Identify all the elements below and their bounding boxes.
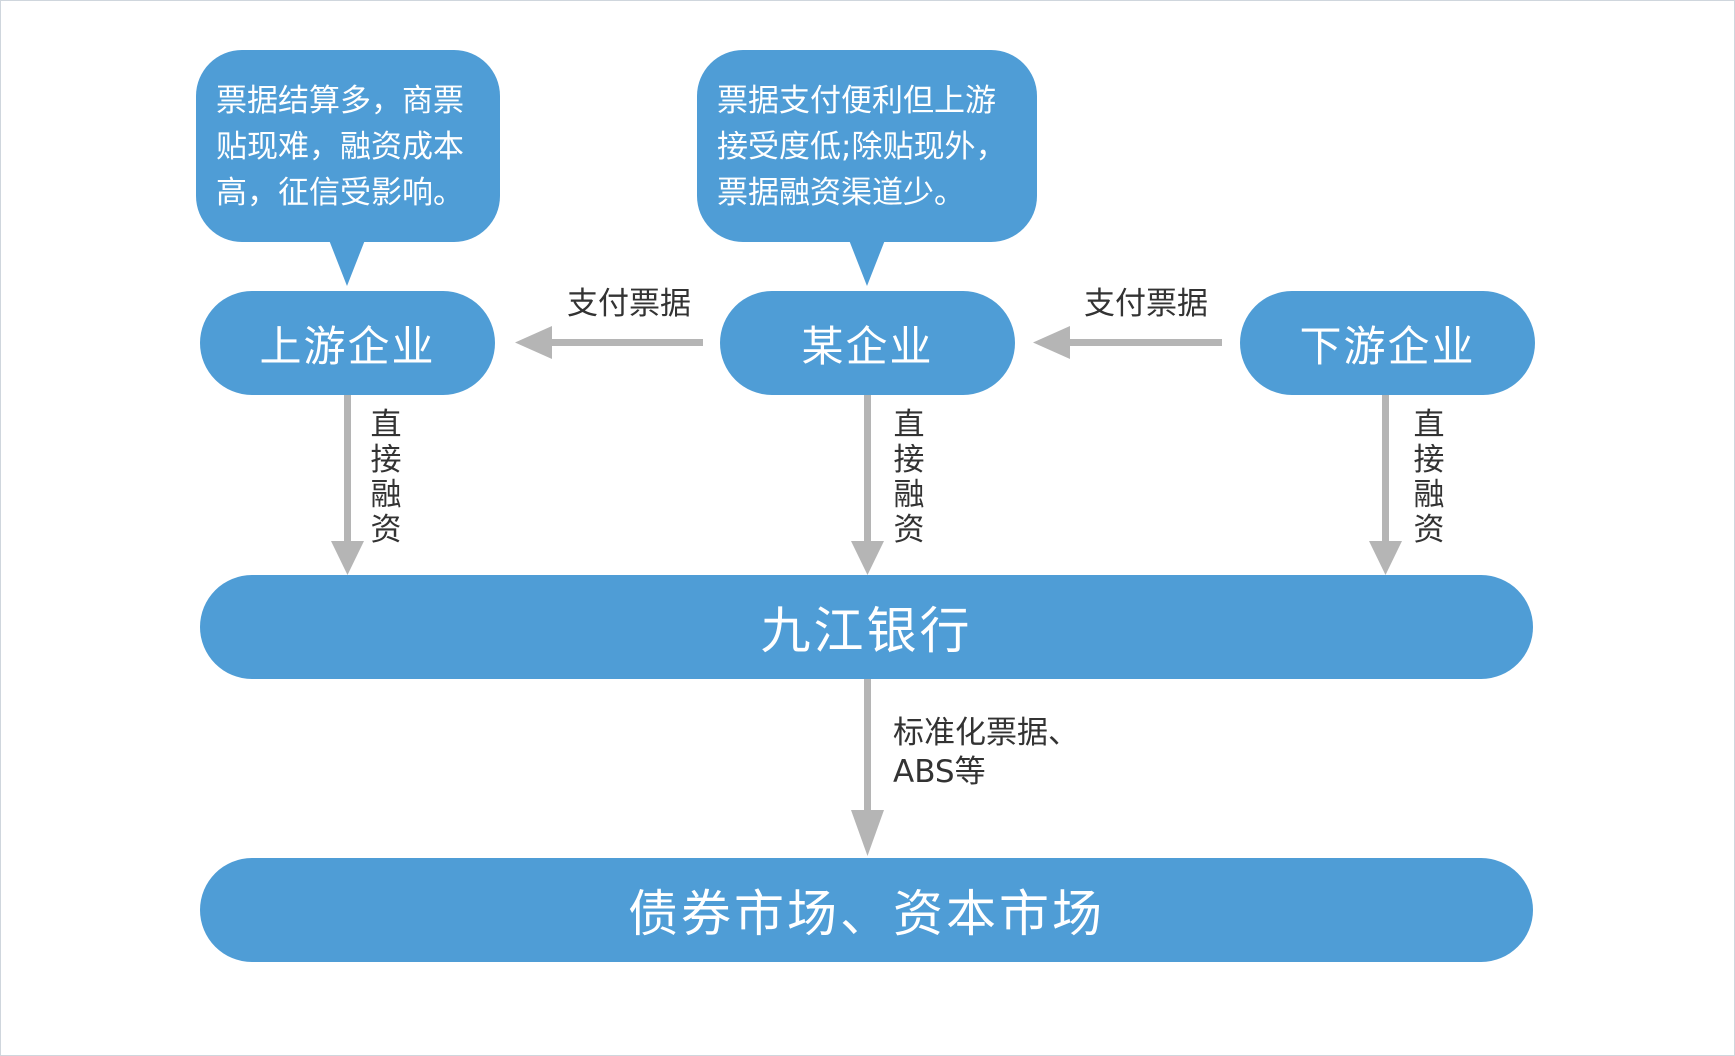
bubble-line: 高，征信受影响。 [216, 175, 464, 211]
edge-label-bank-to-market: 标准化票据、 ABS等 [893, 714, 1079, 792]
edge-label-char: 资 [1413, 512, 1445, 548]
arrow-downstream-to-bank [1369, 394, 1402, 575]
edge-label-line: 标准化票据、 [893, 715, 1079, 751]
company-note-bubble: 票据支付便利但上游 接受度低;除贴现外， 票据融资渠道少。 [697, 50, 1037, 242]
node-market: 债券市场、资本市场 [200, 858, 1533, 962]
arrow-upstream-to-bank [331, 394, 364, 575]
edge-label-char: 直 [370, 407, 402, 443]
bubble-line: 贴现难，融资成本 [216, 129, 464, 165]
bubble-line: 票据支付便利但上游 [717, 83, 996, 119]
node-downstream: 下游企业 [1240, 291, 1535, 395]
edge-label-char: 融 [1413, 477, 1445, 513]
edge-label-line: ABS等 [893, 754, 986, 790]
edge-label-direct-financing-company: 直 接 融 资 [889, 408, 929, 548]
edge-label-pay-bill-right: 支付票据 [1084, 286, 1208, 322]
edge-label-char: 直 [1413, 407, 1445, 443]
edge-label-char: 直 [893, 407, 925, 443]
edge-label-pay-bill-left: 支付票据 [567, 286, 691, 322]
edge-label-char: 接 [1413, 442, 1445, 478]
node-bank: 九江银行 [200, 575, 1533, 679]
node-company: 某企业 [720, 291, 1015, 395]
bubble-line: 接受度低;除贴现外， [717, 129, 1007, 165]
node-upstream: 上游企业 [200, 291, 495, 395]
edge-label-char: 接 [370, 442, 402, 478]
arrow-company-to-bank [851, 394, 884, 575]
bubble-line: 票据融资渠道少。 [717, 175, 965, 211]
edge-label-char: 融 [370, 477, 402, 513]
arrow-bank-to-market [851, 677, 884, 856]
bubble-line: 票据结算多，商票 [216, 83, 464, 119]
edge-label-char: 融 [893, 477, 925, 513]
edge-label-direct-financing-downstream: 直 接 融 资 [1409, 408, 1449, 548]
edge-label-char: 资 [370, 512, 402, 548]
edge-label-char: 资 [893, 512, 925, 548]
edge-label-char: 接 [893, 442, 925, 478]
upstream-note-bubble: 票据结算多，商票 贴现难，融资成本 高，征信受影响。 [196, 50, 500, 242]
arrow-downstream-to-company [1033, 326, 1222, 359]
arrow-company-to-upstream [515, 326, 703, 359]
edge-label-direct-financing-upstream: 直 接 融 资 [366, 408, 406, 548]
upstream-note-pointer [329, 240, 365, 286]
company-note-pointer [849, 240, 885, 286]
